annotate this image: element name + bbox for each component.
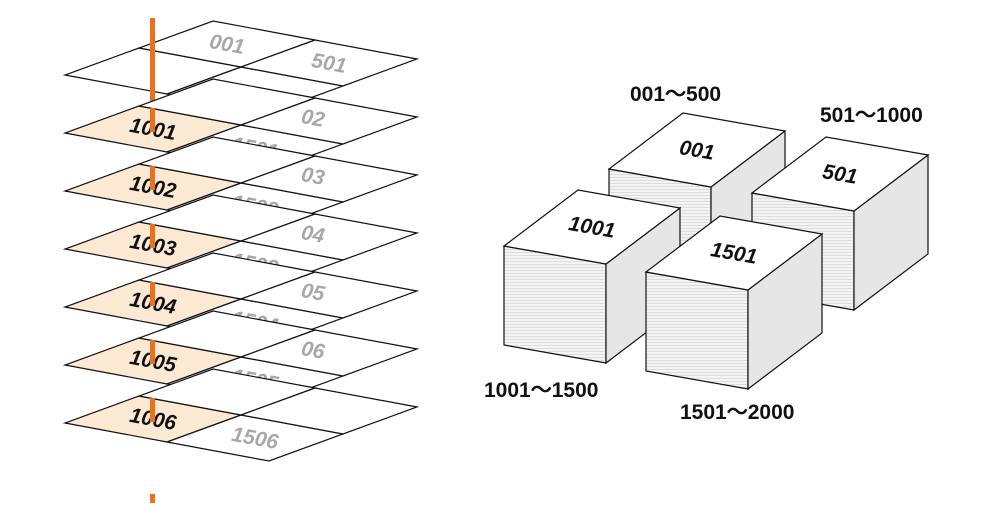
axis-line-segment xyxy=(150,18,155,120)
axis-line-segment xyxy=(150,282,155,306)
range-label-1501: 1501～2000 xyxy=(680,401,794,424)
cell-label: 06 xyxy=(299,337,326,364)
cube-front-face xyxy=(503,245,607,364)
cube-1501: 1501 xyxy=(644,215,824,391)
sheet: 10061506 xyxy=(62,368,420,462)
sheet-cell xyxy=(238,97,420,145)
sheet-cell xyxy=(238,39,420,87)
sheet-cell xyxy=(238,155,420,203)
range-label-1001: 1001～1500 xyxy=(484,379,598,402)
sheet-cell xyxy=(238,329,420,377)
cell-label: 04 xyxy=(299,221,326,248)
cube-1001: 1001 xyxy=(502,189,682,365)
range-labels: 001～500 501～1000 1001～1500 1501～2000 xyxy=(484,83,923,424)
sheet: 1005150506 xyxy=(62,310,420,404)
axis-line-segment xyxy=(150,398,155,422)
axis-line-segment xyxy=(150,166,155,190)
cell-label: 03 xyxy=(299,163,326,190)
axis-line-segment xyxy=(150,340,155,364)
sheet-stack: 0015011001150102100215020310031503041004… xyxy=(62,18,420,503)
axis-line-segment xyxy=(150,224,155,248)
range-label-501: 501～1000 xyxy=(820,104,923,127)
cube-top-face xyxy=(750,136,930,212)
cube-top-face xyxy=(644,215,824,291)
sheet-cell xyxy=(238,213,420,261)
cube-top-face xyxy=(502,189,682,265)
range-label-001: 001～500 xyxy=(630,83,721,106)
sheet-cell xyxy=(238,387,420,435)
cell-label: 02 xyxy=(299,105,326,132)
axis-line-segment xyxy=(150,108,155,132)
sheet-cell xyxy=(238,271,420,319)
cube-top-face xyxy=(607,112,787,188)
axis-line-tail xyxy=(150,494,155,503)
cube-front-face xyxy=(645,271,749,390)
cell-label: 05 xyxy=(299,279,326,306)
